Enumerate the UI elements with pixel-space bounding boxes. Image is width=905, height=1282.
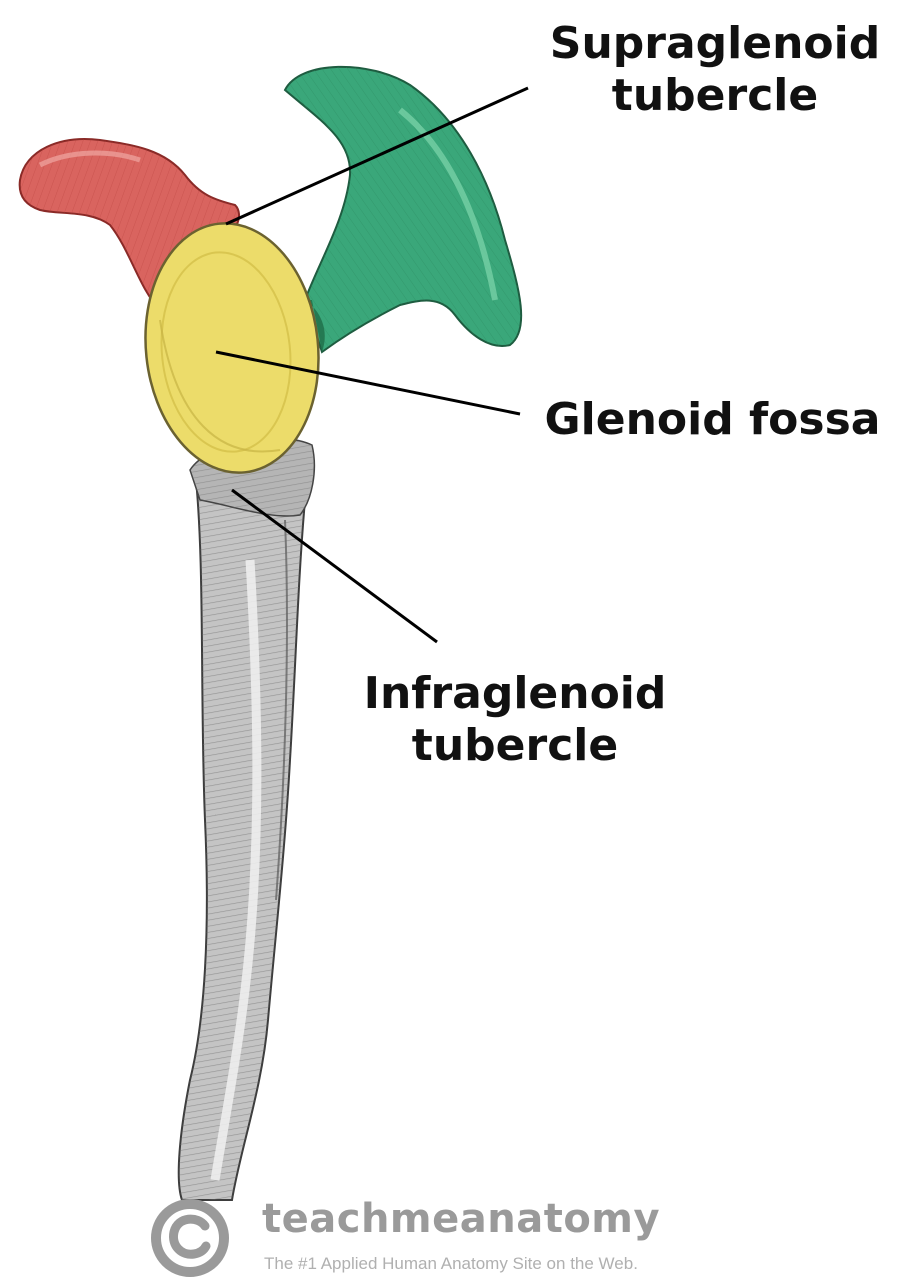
copyright-icon <box>150 1198 242 1278</box>
acromion-region <box>285 67 521 352</box>
glenoid-fossa-label: Glenoid fossa <box>520 394 905 446</box>
supraglenoid-label-line-2: tubercle <box>530 70 900 122</box>
supraglenoid-tubercle-label: Supraglenoid tubercle <box>530 18 900 122</box>
watermark-tagline: The #1 Applied Human Anatomy Site on the… <box>264 1254 638 1274</box>
lateral-border-bone <box>179 450 306 1200</box>
infraglenoid-tubercle-label: Infraglenoid tubercle <box>340 668 690 772</box>
watermark-brand: teachmeanatomy <box>262 1196 660 1242</box>
supraglenoid-label-line-1: Supraglenoid <box>530 18 900 70</box>
infraglenoid-label-line-1: Infraglenoid <box>340 668 690 720</box>
infraglenoid-label-line-2: tubercle <box>340 720 690 772</box>
